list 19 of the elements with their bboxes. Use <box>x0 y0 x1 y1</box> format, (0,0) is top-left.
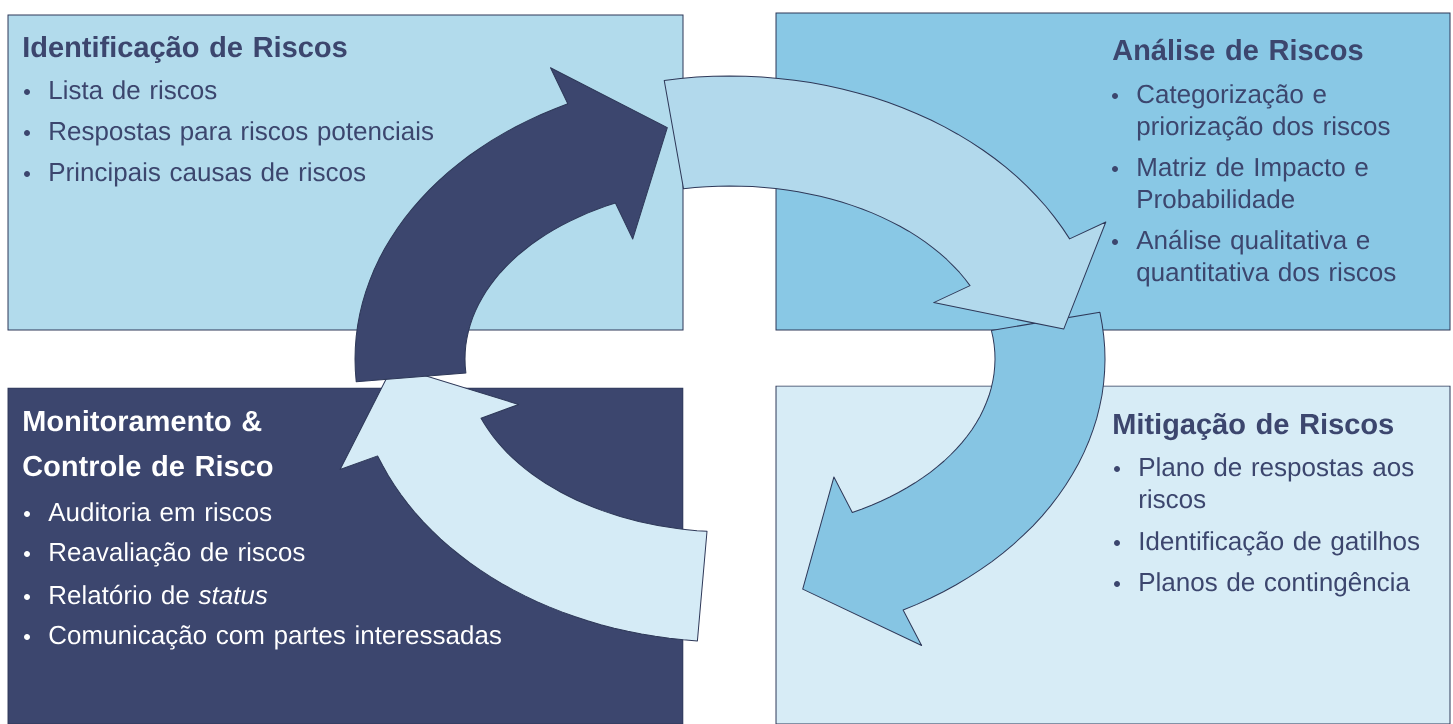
bullet-item: Categorização e priorização dos riscos <box>1112 84 1390 141</box>
box-heading: Monitoramento & Controle de Risco <box>23 410 273 477</box>
bullet-item: Comunicação com partes interessadas <box>24 625 501 650</box>
bullet-item: Auditoria em riscos <box>24 502 272 522</box>
bullet-item: Identificação de gatilhos <box>1114 531 1420 556</box>
bullet-item: Matriz de Impacto e Probabilidade <box>1112 157 1368 209</box>
bullet-item: Análise qualitativa e quantitativa dos riscos <box>1112 229 1396 287</box>
curved-arrow <box>663 75 1107 330</box>
box-heading: Identificação de Riscos <box>24 36 347 63</box>
box-heading: Mitigação de Riscos <box>1114 413 1393 441</box>
bullet-item: Lista de riscos <box>24 80 217 100</box>
bullet-item: Plano de respostas aos riscos <box>1114 457 1414 509</box>
bullet-item: Principais causas de riscos <box>24 162 366 187</box>
box-heading: Análise de Riscos <box>1112 38 1363 61</box>
bullet-item: Relatório de status <box>24 584 268 605</box>
curved-arrow <box>354 67 668 383</box>
bullet-item: Reavaliação de riscos <box>24 542 305 567</box>
bullet-item: Respostas para riscos potenciais <box>24 121 434 146</box>
bullet-item: Planos de contingência <box>1114 572 1410 597</box>
